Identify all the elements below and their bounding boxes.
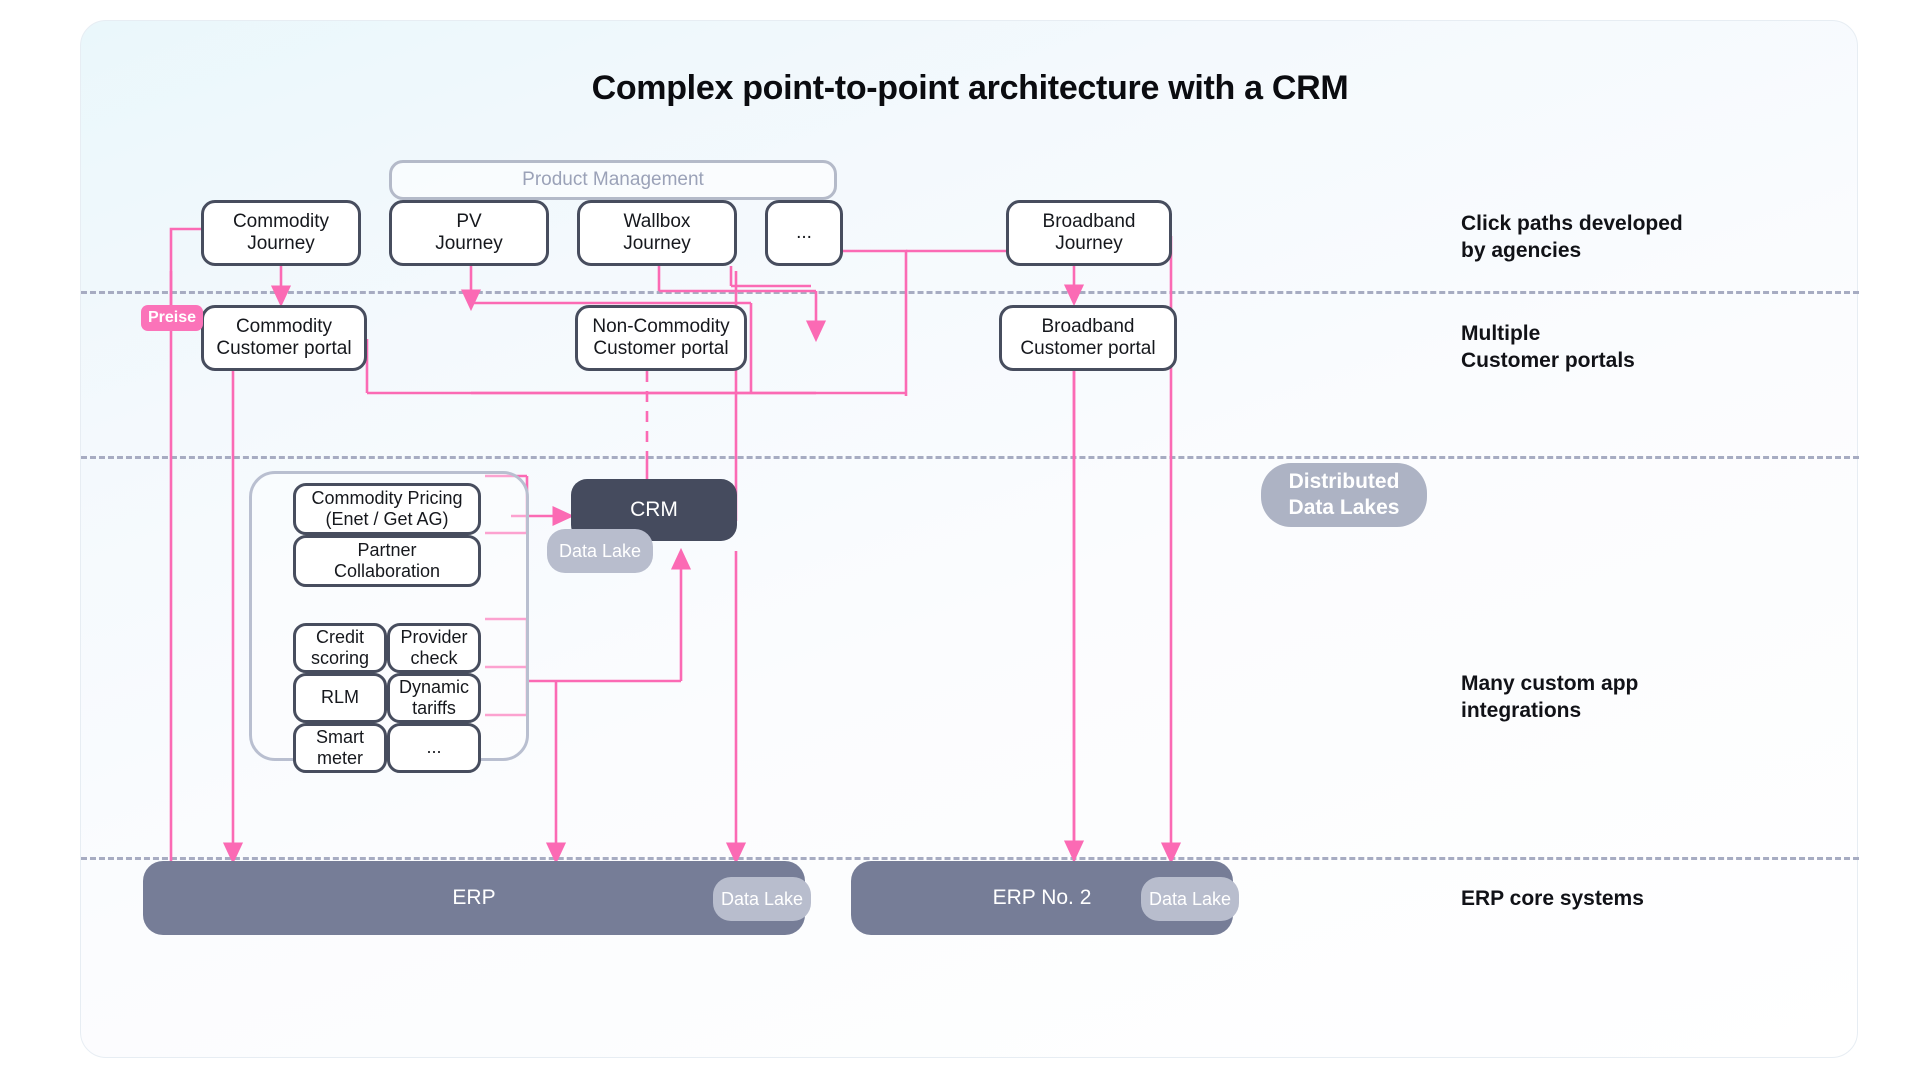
band-separator-1 <box>81 291 1859 294</box>
journey-more[interactable]: ... <box>765 200 843 266</box>
app-dynamic-tariffs-label: Dynamic tariffs <box>398 676 469 718</box>
app-smart-meter-label: Smart meter <box>315 726 364 768</box>
journey-pv-label: PV Journey <box>435 210 503 254</box>
page-title: Complex point-to-point architecture with… <box>591 69 1349 107</box>
band-label-click-paths-line1: Click paths developed <box>1461 212 1683 235</box>
app-more[interactable]: ... <box>387 723 481 773</box>
distributed-data-lakes-badge: Distributed Data Lakes <box>1261 463 1427 527</box>
diagram-card: Complex point-to-point architecture with… <box>80 20 1859 1058</box>
band-label-integrations-line1: Many custom app <box>1461 672 1639 695</box>
app-partner-collaboration[interactable]: Partner Collaboration <box>293 535 481 587</box>
crm-label: CRM <box>630 498 678 521</box>
app-provider-check-label: Provider check <box>400 626 468 668</box>
journey-wallbox-label: Wallbox Journey <box>623 210 691 254</box>
portal-broadband[interactable]: Broadband Customer portal <box>999 305 1177 371</box>
journey-more-label: ... <box>796 221 812 243</box>
journey-broadband-label: Broadband Journey <box>1042 210 1136 254</box>
crm-data-lake-label: Data Lake <box>558 540 642 561</box>
journey-wallbox[interactable]: Wallbox Journey <box>577 200 737 266</box>
preise-tag[interactable]: Preise <box>141 305 203 331</box>
erp-bar[interactable]: ERP <box>143 861 805 935</box>
erp-data-lake-pill[interactable]: Data Lake <box>713 877 811 921</box>
band-label-integrations-line2: integrations <box>1461 698 1582 722</box>
app-commodity-pricing-label: Commodity Pricing (Enet / Get AG) <box>311 487 463 529</box>
portal-commodity-label: Commodity Customer portal <box>216 315 352 359</box>
connector-layer <box>169 218 1182 883</box>
portal-commodity[interactable]: Commodity Customer portal <box>201 305 367 371</box>
app-commodity-pricing[interactable]: Commodity Pricing (Enet / Get AG) <box>293 483 481 535</box>
band-label-click-paths-line2: by agencies <box>1461 238 1582 262</box>
band-label-portals: Multiple Customer portals <box>1461 321 1635 375</box>
crm-data-lake-pill[interactable]: Data Lake <box>547 529 653 573</box>
journey-commodity[interactable]: Commodity Journey <box>201 200 361 266</box>
app-rlm[interactable]: RLM <box>293 673 387 723</box>
portal-non-commodity-label: Non-Commodity Customer portal <box>592 315 730 359</box>
journey-broadband[interactable]: Broadband Journey <box>1006 200 1172 266</box>
distributed-data-lakes-line1: Distributed <box>1288 470 1400 494</box>
app-rlm-label: RLM <box>320 687 359 708</box>
erp2-data-lake-label: Data Lake <box>1148 888 1232 909</box>
product-management-box[interactable]: Product Management <box>389 160 837 200</box>
app-credit-scoring[interactable]: Credit scoring <box>293 623 387 673</box>
band-label-portals-line2: Customer portals <box>1461 348 1635 372</box>
portal-broadband-label: Broadband Customer portal <box>1020 315 1156 359</box>
band-label-integrations: Many custom app integrations <box>1461 671 1638 725</box>
erp-no-2-label: ERP No. 2 <box>992 886 1092 909</box>
portal-non-commodity[interactable]: Non-Commodity Customer portal <box>575 305 747 371</box>
band-separator-2 <box>81 456 1859 459</box>
band-label-erp-line1: ERP core systems <box>1461 887 1644 910</box>
app-credit-scoring-label: Credit scoring <box>310 626 370 668</box>
preise-tag-label: Preise <box>147 309 197 326</box>
journey-pv[interactable]: PV Journey <box>389 200 549 266</box>
app-smart-meter[interactable]: Smart meter <box>293 723 387 773</box>
journey-commodity-label: Commodity Journey <box>232 210 330 254</box>
erp-data-lake-label: Data Lake <box>720 888 804 909</box>
band-label-portals-line1: Multiple <box>1461 322 1541 345</box>
product-management-label: Product Management <box>522 169 704 190</box>
app-partner-collaboration-label: Partner Collaboration <box>333 539 441 581</box>
band-label-erp: ERP core systems <box>1461 886 1644 913</box>
app-dynamic-tariffs[interactable]: Dynamic tariffs <box>387 673 481 723</box>
app-provider-check[interactable]: Provider check <box>387 623 481 673</box>
app-more-label: ... <box>426 737 442 758</box>
erp-label: ERP <box>452 886 496 909</box>
band-separator-3 <box>81 857 1859 860</box>
distributed-data-lakes-line2: Data Lakes <box>1288 496 1400 519</box>
band-label-click-paths: Click paths developed by agencies <box>1461 211 1683 265</box>
erp2-data-lake-pill[interactable]: Data Lake <box>1141 877 1239 921</box>
